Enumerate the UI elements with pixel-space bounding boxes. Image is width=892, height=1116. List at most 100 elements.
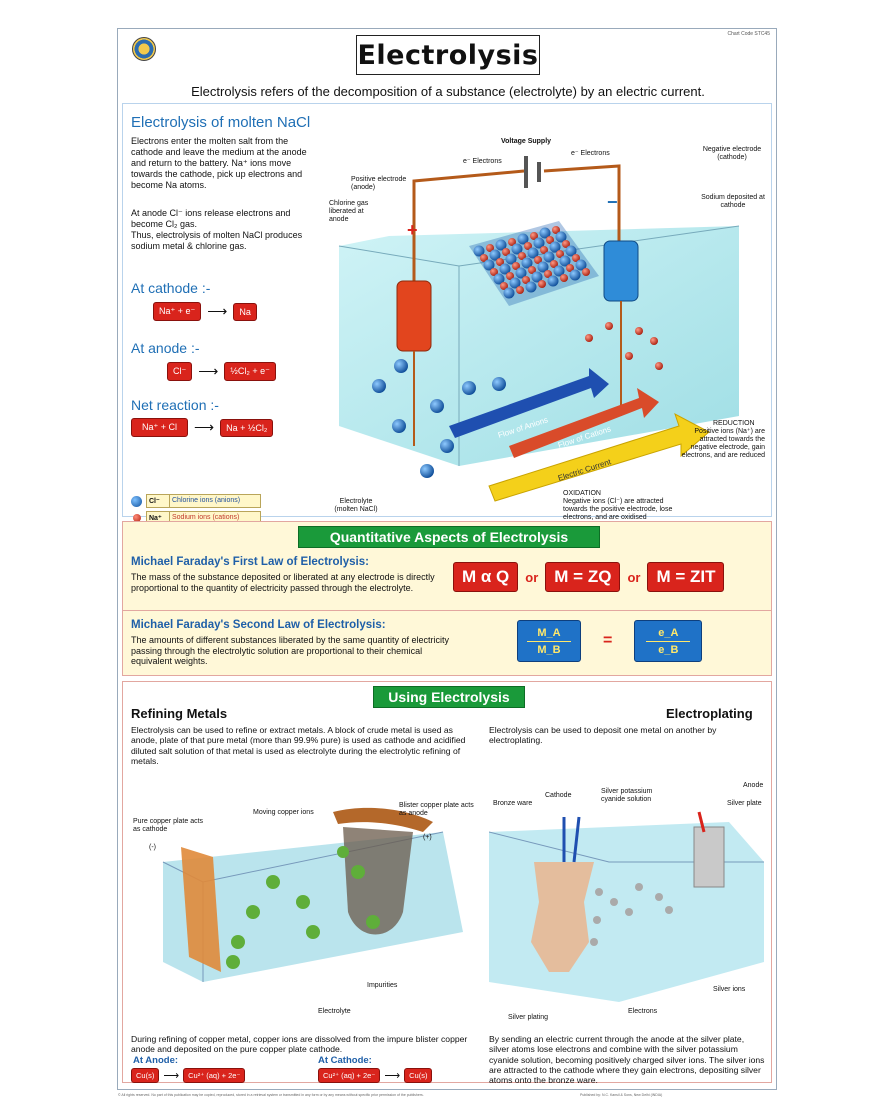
pure-plate-label: Pure copper plate acts as cathode (133, 818, 204, 833)
bronze-label: Bronze ware (493, 800, 533, 807)
equivalent-ratio-box: e_A e_B (634, 620, 703, 662)
first-law-formulas: M α Q or M = ZQ or M = ZIT (453, 562, 725, 592)
legend-na-symbol: Na⁺ (147, 512, 170, 524)
lattice-sodium-ion (562, 240, 570, 248)
lattice-chloride-ion (499, 263, 511, 275)
refining-tank-diagram (162, 807, 463, 982)
molten-cell-diagram: Flow of Anions Flow of Cations Electric … (338, 156, 740, 502)
formula-m-zit: M = ZIT (647, 562, 725, 592)
net-rhs: Na + ½Cl₂ (220, 418, 274, 437)
lattice-chloride-ion (503, 287, 515, 299)
reduction-title: REDUCTION (713, 420, 755, 427)
refining-cathode-equation: Cu²⁺ (aq) + 2e⁻ ⟶ Cu(s) (318, 1068, 433, 1083)
at-cathode-label: At Cathode: (318, 1055, 372, 1066)
legend-chlorine: Cl⁻ Chlorine ions (anions) (131, 494, 261, 508)
refining-cathode-lhs: Cu²⁺ (aq) + 2e⁻ (318, 1068, 381, 1083)
cation-flow-arrow (509, 388, 659, 458)
anode-wire (412, 169, 525, 286)
frac2-denominator: e_B (658, 643, 679, 656)
silver-plating-label: Silver plating (508, 1014, 549, 1021)
frac1-numerator: M_A (537, 626, 561, 639)
second-law-text: The amounts of different substances libe… (131, 635, 450, 666)
lattice-sodium-ion (566, 264, 574, 272)
cathode-wire (543, 164, 621, 246)
cathode-electrode (603, 240, 639, 302)
electrons-right-label: e⁻ Electrons (571, 150, 610, 157)
minus-terminal: (-) (149, 844, 156, 851)
equals-sign: = (603, 632, 613, 649)
lattice-sodium-ion (552, 226, 560, 234)
lattice-sodium-ion (544, 270, 552, 278)
refining-anode-rhs: Cu²⁺ (aq) + 2e⁻ (183, 1068, 246, 1083)
lattice-sodium-ion (518, 252, 526, 260)
red-ion-icon (133, 514, 141, 522)
lattice-sodium-ion (560, 274, 568, 282)
publisher-logo-icon (132, 37, 156, 61)
negative-electrode-label: Negative electrode (cathode) (702, 146, 762, 161)
electrolyte-label: Electrolyte (molten NaCl) (334, 498, 378, 513)
lattice-chloride-ion (533, 237, 545, 249)
plus-terminal: (+) (423, 834, 432, 841)
lattice-chloride-ion (555, 231, 567, 243)
oxidation-text: Negative ions (Cl⁻) are attracted toward… (563, 498, 673, 521)
molten-heading: Electrolysis of molten NaCl (131, 114, 311, 131)
battery-plate-icon (524, 156, 528, 188)
lattice-sodium-ion (496, 258, 504, 266)
chart-code: Chart Code STC45 (727, 31, 770, 37)
lattice-sodium-ion (512, 262, 520, 270)
copyright-footer: © All rights reserved. No part of this p… (118, 1093, 424, 1097)
using-heading: Using Electrolysis (373, 686, 525, 708)
intro-text: Electrolysis refers of the decomposition… (191, 84, 705, 99)
anode-equation: Cl⁻ ⟶ ½Cl₂ + e⁻ (167, 362, 276, 381)
molten-para3: Thus, electrolysis of molten NaCl produc… (131, 230, 303, 251)
lattice-chloride-ion (553, 265, 565, 277)
lattice-sodium-ion (508, 238, 516, 246)
sodium-deposited-label: Sodium deposited at cathode (701, 194, 765, 209)
arrow-icon: ⟶ (194, 419, 215, 435)
page-title: Electrolysis (356, 35, 540, 75)
lattice-sodium-ion (550, 260, 558, 268)
silver-ions-label: Silver ions (713, 986, 746, 993)
cathode-rhs: Na (233, 302, 257, 321)
lattice-sodium-ion (502, 248, 510, 256)
refining-title: Refining Metals (131, 706, 228, 721)
second-law-title: Michael Faraday's Second Law of Electrol… (131, 619, 386, 631)
bronze-ware (531, 862, 594, 972)
lattice-chloride-ion (559, 255, 571, 267)
battery-plate-icon (537, 162, 541, 182)
legend-cl-symbol: Cl⁻ (147, 495, 170, 507)
lattice-chloride-ion (527, 247, 539, 259)
quantitative-heading: Quantitative Aspects of Electrolysis (298, 526, 600, 548)
lattice-chloride-ion (525, 281, 537, 293)
arrow-icon: ⟶ (163, 1070, 180, 1082)
electrons-label: Electrons (628, 1008, 658, 1015)
quantitative-section: Quantitative Aspects of Electrolysis Mic… (122, 521, 772, 676)
electrons-left-label: e⁻ Electrons (463, 158, 502, 165)
lattice-chloride-ion (473, 245, 485, 257)
voltage-supply-label: Voltage Supply (501, 138, 552, 145)
lattice-sodium-ion (546, 236, 554, 244)
arrow-icon: ⟶ (198, 363, 219, 379)
lattice-sodium-ion (516, 286, 524, 294)
blister-label: Blister copper plate acts as anode (399, 802, 474, 817)
blue-ion-icon (131, 495, 142, 507)
publisher-footer: Published by: N.C. Kansil & Sons, New De… (580, 1093, 663, 1097)
lattice-sodium-ion (500, 282, 508, 290)
pure-copper-plate (181, 847, 221, 972)
or-text-1: or (525, 569, 539, 585)
anode-electrode (396, 280, 432, 352)
lattice-chloride-ion (493, 273, 505, 285)
lattice-sodium-ion (524, 242, 532, 250)
formula-m-alpha-q: M α Q (453, 562, 519, 592)
law-divider (123, 610, 771, 611)
anode-rhs: ½Cl₂ + e⁻ (224, 362, 276, 381)
silver-plate-label: Silver plate (727, 800, 762, 807)
net-reaction-label: Net reaction :- (131, 397, 219, 413)
electroplating-text: Electrolysis can be used to deposit one … (489, 725, 717, 746)
lattice-chloride-ion (543, 251, 555, 263)
frac1-denominator: M_B (537, 643, 561, 656)
minus-sign: − (607, 192, 618, 212)
first-law-title: Michael Faraday's First Law of Electroly… (131, 556, 369, 568)
lattice-chloride-ion (539, 227, 551, 239)
lattice-chloride-ion (565, 245, 577, 257)
